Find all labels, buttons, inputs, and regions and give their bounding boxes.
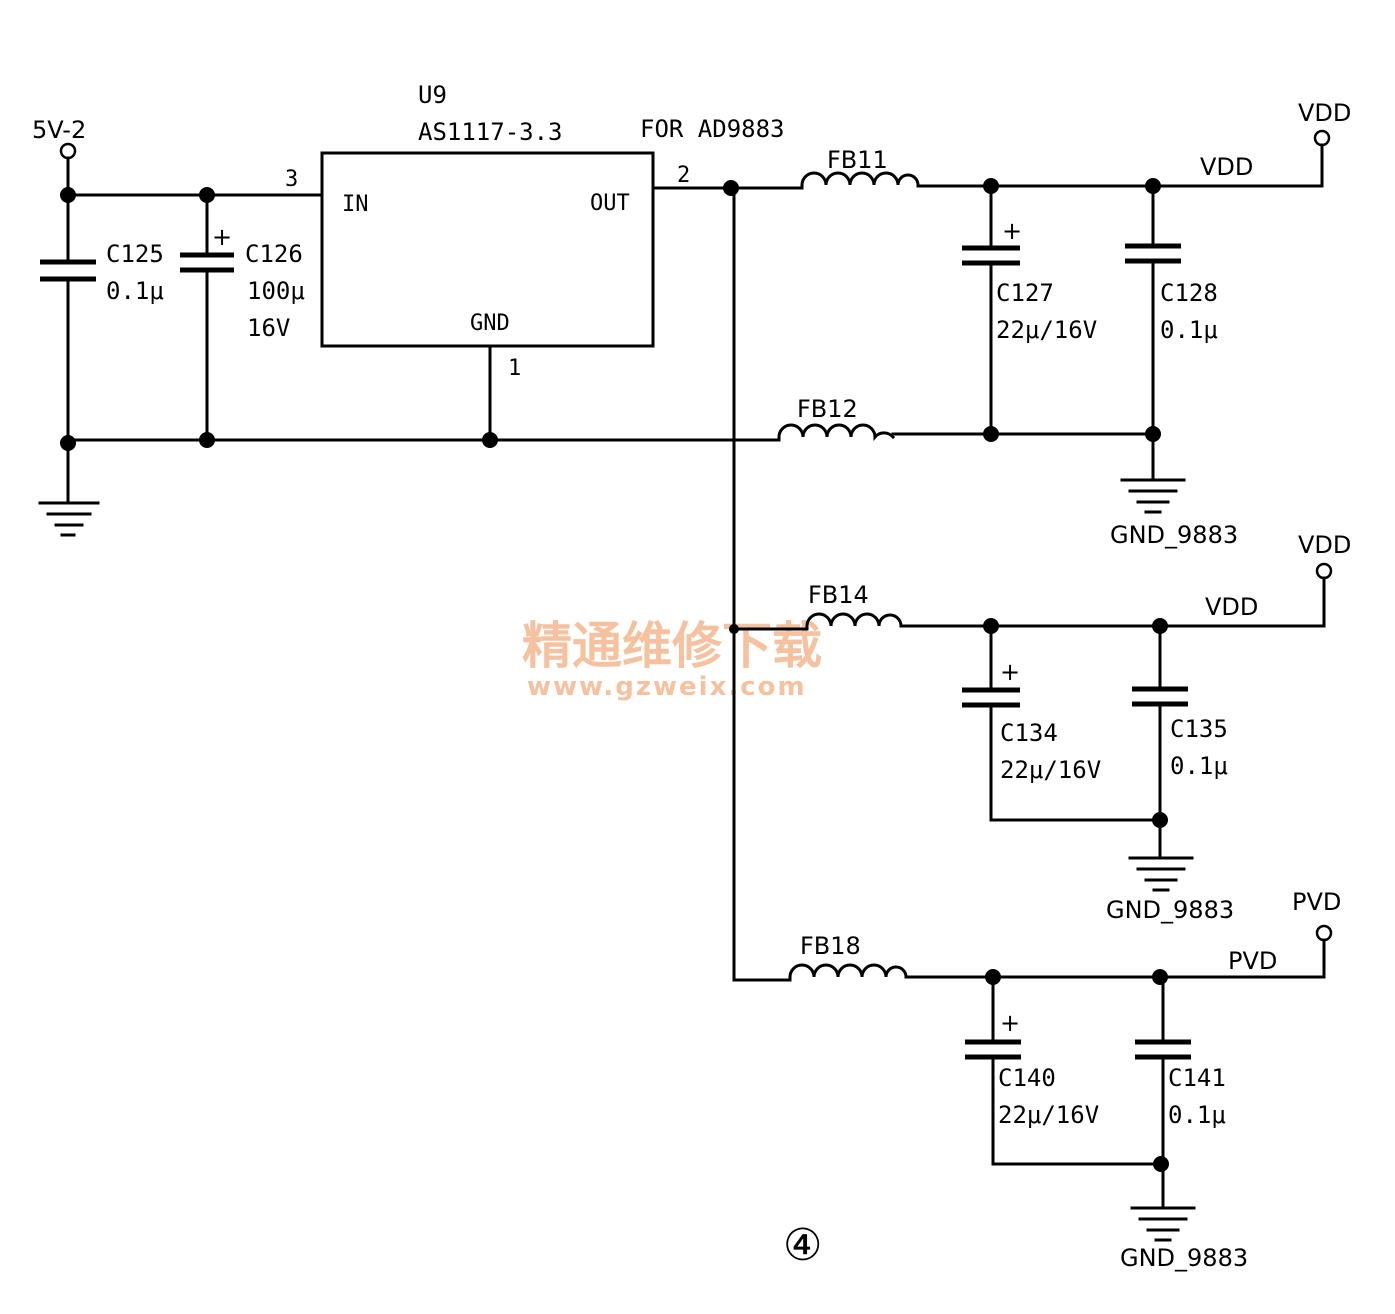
output-bus: [651, 180, 804, 982]
u9-pin-gnd-number: 1: [508, 356, 521, 381]
c135-value: 0.1μ: [1170, 752, 1228, 780]
junction: [60, 187, 76, 203]
ground-symbol: GND_9883: [1106, 856, 1234, 924]
c135-ref: C135: [1170, 715, 1228, 743]
net-gnd-9883-1: GND_9883: [1110, 521, 1238, 549]
net-vdd-port-2: VDD: [1298, 531, 1351, 559]
c141-value: 0.1μ: [1168, 1101, 1226, 1129]
fb12-label: FB12: [797, 395, 858, 423]
net-vdd-wire-1: VDD: [1200, 153, 1253, 181]
c125-ref: C125: [106, 240, 164, 268]
c140-value: 22μ/16V: [998, 1101, 1099, 1129]
ground-symbol: GND_9883: [1110, 478, 1238, 549]
c126-value: 100μ: [247, 277, 305, 305]
figure-number: ④: [783, 1220, 822, 1271]
c125-value: 0.1μ: [106, 277, 164, 305]
watermark-url: www.gzweix.com: [527, 672, 807, 702]
capacitor-c127: + C127 22μ/16V: [962, 184, 1097, 436]
c128-value: 0.1μ: [1160, 316, 1218, 344]
c140-ref: C140: [998, 1064, 1056, 1092]
junction: [1153, 1156, 1169, 1172]
capacitor-c126: + C126 100μ 16V: [180, 193, 305, 442]
u9-pin-in-number: 3: [285, 167, 298, 192]
c126-rating: 16V: [247, 314, 290, 342]
junction: [482, 432, 498, 448]
input-section: 5V-2 C125 0.1μ + C126 100μ 16V: [32, 116, 324, 537]
capacitor-c134: + C134 22μ/16V: [962, 624, 1162, 822]
port-vdd-1: [1313, 129, 1331, 147]
c126-polarity-mark: +: [212, 223, 232, 251]
ground-rail: FB12: [60, 395, 1161, 451]
branch-vdd-2: FB14 VDD VDD + C134 22μ/16V C135 0.1: [732, 531, 1351, 924]
u9-pin-out-number: 2: [677, 163, 690, 188]
c141-ref: C141: [1168, 1064, 1226, 1092]
u9-note: FOR AD9883: [640, 115, 785, 143]
port-5v-2: [59, 142, 77, 160]
junction: [60, 435, 76, 451]
ground-symbol: [38, 501, 100, 537]
c127-polarity-mark: +: [1002, 217, 1022, 245]
c134-polarity-mark: +: [1000, 658, 1020, 686]
c128-ref: C128: [1160, 279, 1218, 307]
c126-ref: C126: [245, 240, 303, 268]
capacitor-c128: C128 0.1μ: [1125, 184, 1218, 482]
ferrite-fb12: FB12: [777, 395, 896, 441]
junction: [723, 180, 739, 196]
ground-symbol: GND_9883: [1120, 1206, 1248, 1272]
c134-ref: C134: [1000, 719, 1058, 747]
watermark-title: 精通维修下载: [522, 617, 822, 675]
capacitor-c135: C135 0.1μ: [1132, 624, 1228, 860]
capacitor-c125: C125 0.1μ: [40, 240, 164, 305]
u9-ref: U9: [418, 81, 447, 109]
port-vdd-2: [1315, 562, 1333, 580]
net-5v-2-label: 5V-2: [32, 116, 86, 144]
fb11-label: FB11: [827, 146, 888, 174]
junction: [1152, 812, 1168, 828]
u9-pin-in-label: IN: [342, 192, 369, 217]
c127-value: 22μ/16V: [996, 316, 1097, 344]
net-pvd-port: PVD: [1292, 888, 1341, 916]
capacitor-c141: C141 0.1μ: [1135, 975, 1226, 1210]
capacitor-c140: + C140 22μ/16V: [965, 975, 1162, 1166]
regulator-u9: U9 AS1117-3.3 FOR AD9883 IN OUT GND 3 2 …: [285, 81, 785, 442]
u9-part: AS1117-3.3: [418, 118, 563, 146]
fb18-label: FB18: [800, 932, 861, 960]
net-gnd-9883-3: GND_9883: [1120, 1244, 1248, 1272]
net-pvd-wire: PVD: [1228, 947, 1277, 975]
net-vdd-port-1: VDD: [1298, 99, 1351, 127]
branch-pvd: FB18 PVD PVD + C140 22μ/16V C141 0.1: [732, 888, 1341, 1272]
watermark: 精通维修下载 www.gzweix.com: [522, 617, 822, 702]
ferrite-fb14: FB14: [805, 581, 903, 628]
u9-pin-gnd-label: GND: [470, 311, 510, 336]
c140-polarity-mark: +: [1000, 1009, 1020, 1037]
ferrite-fb18: FB18: [788, 932, 908, 979]
net-gnd-9883-2: GND_9883: [1106, 896, 1234, 924]
c127-ref: C127: [996, 279, 1054, 307]
fb14-label: FB14: [808, 581, 869, 609]
branch-vdd-1: FB11 VDD VDD + C127 22μ/16V C128 0.1μ: [800, 99, 1351, 549]
ferrite-fb11: FB11: [800, 146, 920, 187]
junction: [1152, 969, 1168, 985]
net-vdd-wire-2: VDD: [1205, 593, 1258, 621]
c134-value: 22μ/16V: [1000, 756, 1101, 784]
u9-pin-out-label: OUT: [590, 191, 630, 216]
junction: [199, 432, 215, 448]
port-pvd: [1315, 924, 1333, 942]
